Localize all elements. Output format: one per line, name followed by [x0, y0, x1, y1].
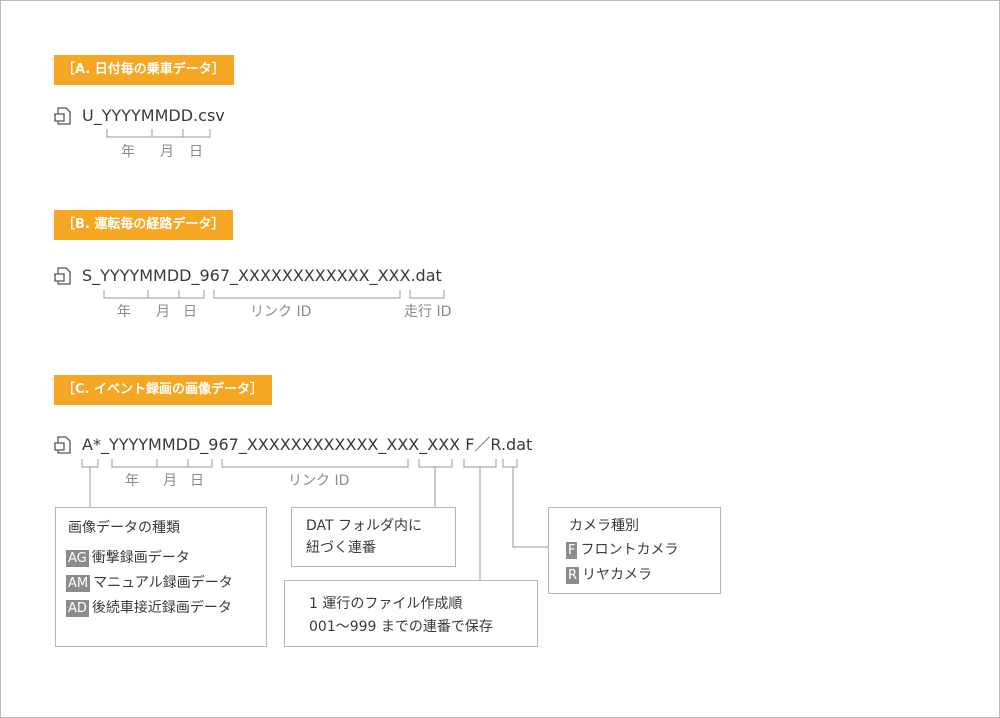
section-b-tag: ［B. 運転毎の経路データ］	[54, 210, 234, 240]
section-b-filename: S_YYYYMMDD_967_XXXXXXXXXXXX_XXX.dat	[82, 266, 442, 285]
camera-type-code: F	[566, 542, 578, 559]
camera-type-code: R	[566, 567, 580, 584]
camera-type-title: カメラ種別	[569, 518, 639, 534]
image-type-label: 後続車接近録画データ	[91, 600, 232, 616]
section-c-month-label: 月	[163, 473, 177, 489]
dat-folder-line2: 紐づく連番	[306, 540, 376, 556]
section-b-link-id-label: リンク ID	[250, 304, 312, 320]
section-c-link-id-label: リンク ID	[288, 473, 350, 489]
camera-type-label: フロントカメラ	[580, 542, 679, 558]
image-type-title: 画像データの種類	[68, 520, 180, 536]
section-b-day-label: 日	[183, 304, 197, 320]
image-type-label: 衝撃録画データ	[91, 550, 190, 566]
section-c-tag: ［C. イベント録画の画像データ］	[54, 375, 273, 405]
section-a-tag: ［A. 日付毎の乗車データ］	[54, 55, 234, 85]
section-b-year-label: 年	[117, 304, 131, 320]
image-type-code: AD	[66, 600, 89, 617]
image-type-label: マニュアル録画データ	[93, 575, 233, 591]
dat-folder-box: DAT フォルダ内に 紐づく連番	[291, 507, 456, 567]
section-c-day-label: 日	[190, 473, 204, 489]
section-a-day-label: 日	[189, 144, 203, 160]
camera-type-label: リヤカメラ	[582, 567, 653, 583]
section-a-month-label: 月	[160, 144, 174, 160]
section-b-month-label: 月	[156, 304, 170, 320]
section-a-year-label: 年	[121, 144, 135, 160]
dat-folder-line1: DAT フォルダ内に	[306, 518, 423, 534]
image-type-code: AM	[66, 575, 91, 592]
file-icon	[54, 267, 71, 285]
file-sequence-line2: 001～999 までの連番で保存	[309, 619, 493, 635]
file-sequence-box: 1 運行のファイル作成順 001～999 までの連番で保存	[284, 580, 538, 647]
section-c-filename: A*_YYYYMMDD_967_XXXXXXXXXXXX_XXX_XXX F／R…	[82, 435, 533, 454]
file-icon	[54, 436, 71, 454]
file-sequence-line1: 1 運行のファイル作成順	[309, 596, 463, 612]
section-c-year-label: 年	[125, 473, 139, 489]
file-icon	[54, 107, 71, 125]
section-a-filename: U_YYYYMMDD.csv	[82, 106, 225, 125]
section-b-run-id-label: 走行 ID	[404, 304, 452, 320]
image-type-code: AG	[66, 550, 89, 567]
